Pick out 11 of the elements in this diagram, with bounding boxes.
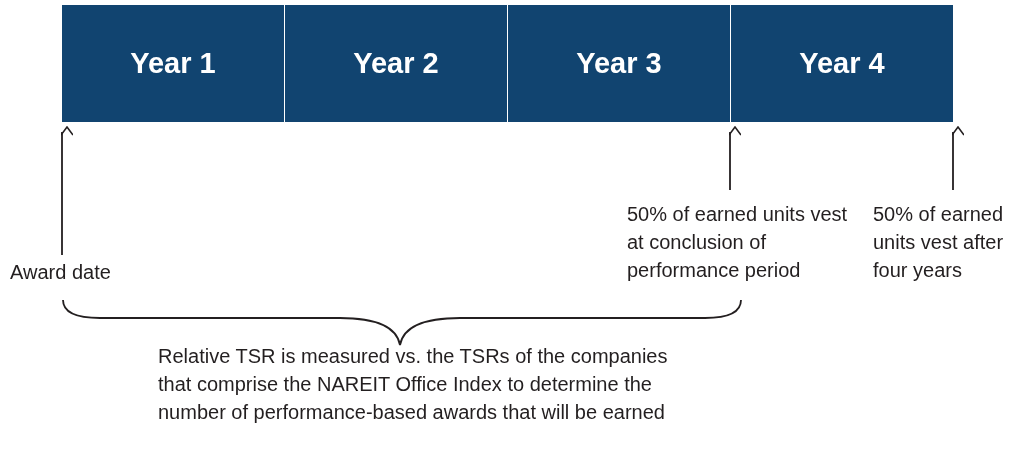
milestone-label: 50% of earned units vest after four years [873,200,1032,284]
year-box: Year 1 [62,5,284,122]
arrow [728,126,742,191]
arrow [951,126,965,191]
brace-note: Relative TSR is measured vs. the TSRs of the companies that comprise the NAREIT Office Index to determine the number of performance-based awards that will be earned [158,344,669,425]
year-box: Year 4 [731,5,953,122]
milestone-label: Award date [10,258,140,286]
arrow [60,126,74,256]
milestone-label: 50% of earned units vest at conclusion of performance period [627,200,855,284]
year-box: Year 3 [508,5,730,122]
year-box: Year 2 [285,5,507,122]
